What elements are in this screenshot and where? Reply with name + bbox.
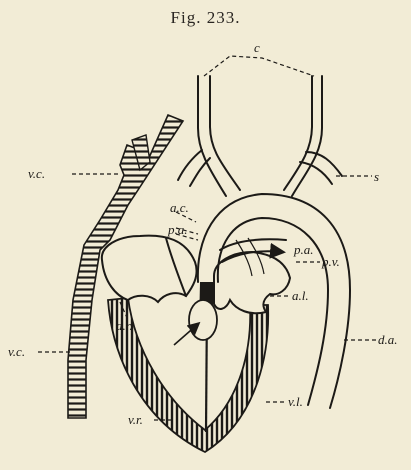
label-pa-right: p.a. — [293, 242, 314, 257]
label-c: c — [254, 40, 260, 55]
label-vc-upper: v.c. — [28, 166, 45, 181]
label-vr: v.r. — [128, 412, 143, 427]
right-auricle — [102, 236, 197, 302]
label-vl: v.l. — [288, 394, 303, 409]
label-al: a.l. — [292, 288, 309, 303]
label-da: d.a. — [378, 332, 398, 347]
carotid-arteries — [178, 76, 342, 196]
label-pa-left: p.a. — [167, 222, 188, 237]
label-pv: p.v. — [321, 254, 340, 269]
label-ar: a.r. — [116, 318, 133, 333]
pulmonary-artery-upper — [220, 239, 286, 250]
label-ac: a.c. — [170, 200, 189, 215]
label-s: s — [374, 169, 379, 184]
foramen-ovale — [189, 300, 217, 340]
label-vc-lower: v.c. — [8, 344, 25, 359]
